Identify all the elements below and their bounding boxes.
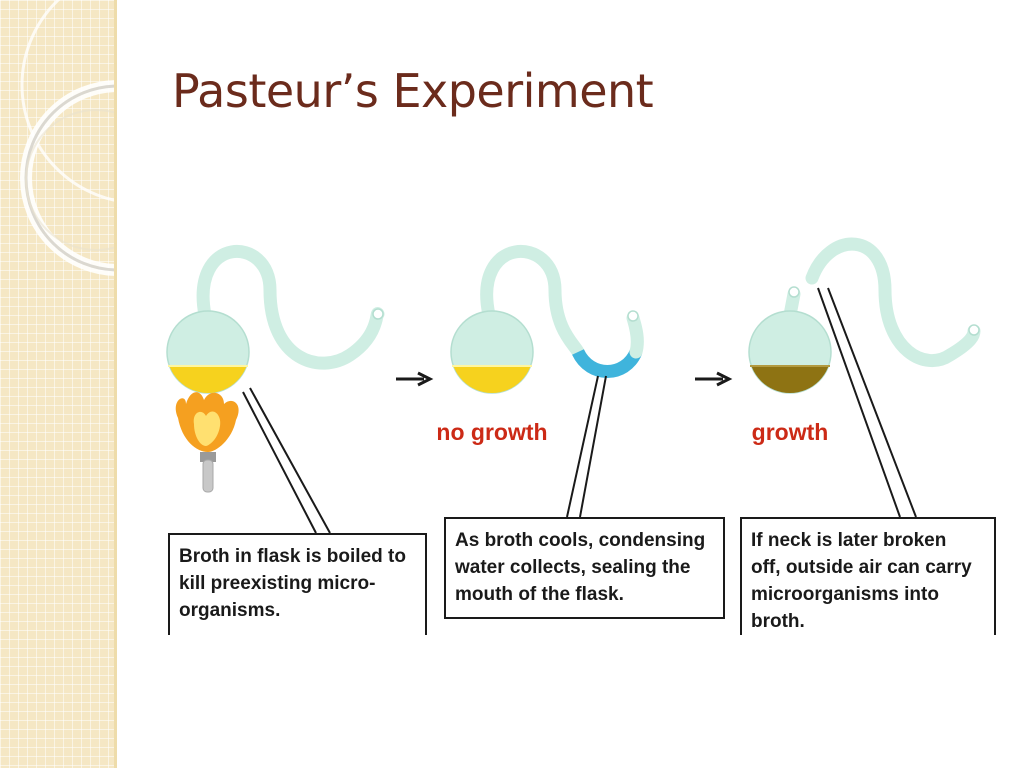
slide-title: Pasteur’s Experiment xyxy=(172,64,654,118)
flask-1-neck xyxy=(196,244,385,370)
caption-line: mouth of the flask. xyxy=(455,584,624,605)
caption-line: If neck is later broken xyxy=(751,530,947,551)
sidebar-decoration xyxy=(0,0,114,768)
arrow-right-icon xyxy=(396,371,434,387)
caption-line: Broth in flask is boiled to xyxy=(179,546,406,567)
caption-line: off, outside air can carry xyxy=(751,557,972,578)
caption-step-2: As broth cools, condensing water collect… xyxy=(444,517,725,619)
arrow-right-icon xyxy=(695,371,733,387)
burner-icon xyxy=(200,452,216,493)
result-no-growth: no growth xyxy=(436,419,547,445)
sidebar-rings xyxy=(20,0,114,276)
flask-2-neck-end xyxy=(626,311,644,359)
pointer-1 xyxy=(242,387,331,534)
broken-neck xyxy=(805,237,981,367)
step-2-flask xyxy=(450,244,644,518)
caption-step-1: Broth in flask is boiled to kill preexis… xyxy=(168,533,427,635)
flask-1-neck-tip xyxy=(372,308,384,320)
step-3-flask xyxy=(748,237,981,518)
ring-small xyxy=(25,109,114,251)
result-growth: growth xyxy=(752,419,829,445)
flask-icon xyxy=(166,310,250,394)
ring-large xyxy=(20,0,114,202)
flask-2-neck xyxy=(480,244,585,359)
flame-icon xyxy=(175,392,239,452)
condensed-water xyxy=(572,348,642,378)
broth-fresh xyxy=(451,366,533,393)
caption-step-3: If neck is later broken off, outside air… xyxy=(740,517,996,635)
flask-2-neck-tip xyxy=(627,310,639,322)
pointer-2 xyxy=(566,375,607,518)
caption-line: microorganisms into xyxy=(751,584,939,605)
flask-icon xyxy=(748,310,832,394)
broken-neck-tip xyxy=(968,324,980,336)
caption-line: water collects, sealing the xyxy=(455,557,691,578)
step-1-flask xyxy=(166,244,385,534)
pointer-3 xyxy=(817,287,917,518)
flask-icon xyxy=(450,310,534,394)
flask-3-stub-tip xyxy=(788,286,800,298)
caption-line: kill preexisting micro- xyxy=(179,573,376,594)
caption-line: broth. xyxy=(751,611,805,632)
broth-contaminated xyxy=(749,366,831,393)
caption-line: As broth cools, condensing xyxy=(455,530,706,551)
caption-line: organisms. xyxy=(179,600,281,621)
sidebar-edge xyxy=(114,0,117,768)
